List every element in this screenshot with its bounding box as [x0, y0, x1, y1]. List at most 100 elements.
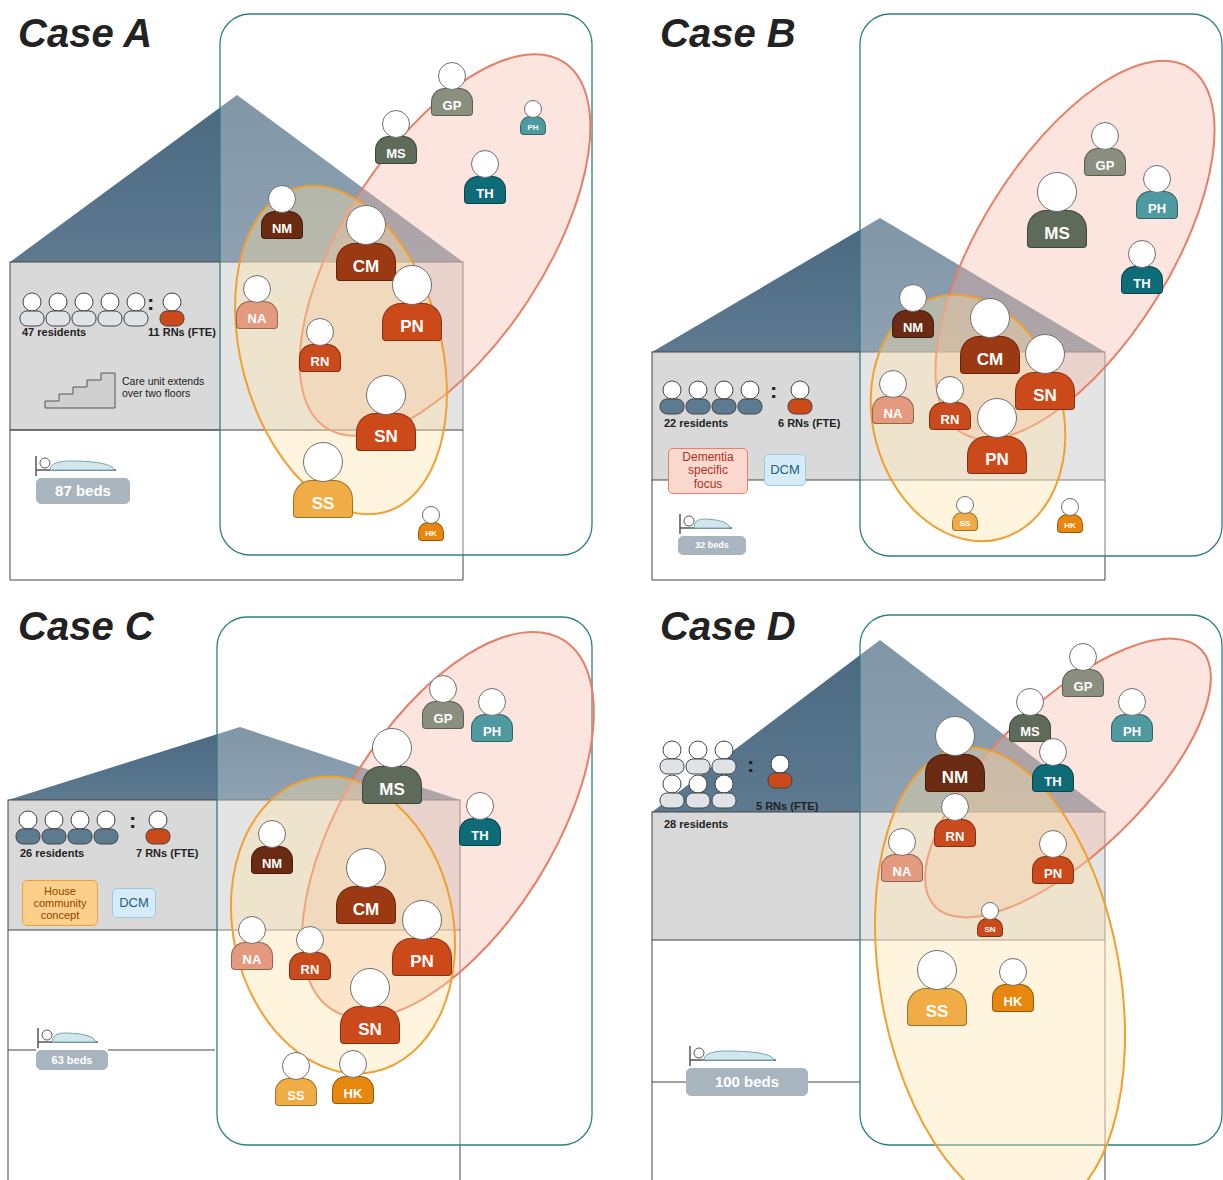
case-title: Case B: [660, 10, 796, 56]
resident-icon: [712, 399, 736, 414]
resident-icon: [712, 759, 736, 774]
figure-body: SN: [1015, 372, 1075, 410]
staff-figure: TH: [459, 792, 501, 846]
staff-figure: NA: [236, 275, 278, 329]
case-title: Case C: [18, 603, 154, 649]
figure-body: CM: [960, 336, 1020, 374]
role-label: SS: [926, 1003, 949, 1020]
figure-body: NA: [872, 396, 914, 424]
figure-body: RN: [929, 402, 971, 430]
staff-figure: NM: [892, 284, 934, 338]
staff-figure: MS: [362, 728, 422, 804]
figure-head: [935, 716, 975, 756]
figure-head: [1061, 498, 1079, 516]
figure-body: SS: [952, 512, 978, 531]
resident-icon: [127, 293, 145, 311]
resident-icon: [49, 293, 67, 311]
resident-icon: [660, 399, 684, 414]
box-label: 63 beds: [52, 1054, 93, 1066]
role-label: TH: [1044, 775, 1061, 788]
figure-body: MS: [1009, 714, 1051, 742]
figure-head: [402, 900, 442, 940]
figure-body: TH: [1032, 764, 1074, 792]
annotation: Care unit extends over two floors: [122, 375, 214, 399]
resident-icon: [663, 381, 681, 399]
info-box: 87 beds: [36, 478, 130, 504]
figure-head: [941, 793, 969, 821]
role-label: PN: [985, 451, 1009, 468]
figure-body: HK: [418, 522, 444, 541]
resident-icon: [689, 381, 707, 399]
role-label: NM: [272, 222, 292, 235]
figure-head: [258, 820, 286, 848]
figure-head: [339, 1050, 367, 1078]
bed-icon: [694, 1048, 704, 1058]
figure-body: MS: [362, 766, 422, 804]
role-label: PN: [410, 953, 434, 970]
staff-figure: TH: [464, 150, 506, 204]
figure-head: [970, 298, 1010, 338]
figure-body: NM: [261, 211, 303, 239]
annotation: 22 residents: [664, 417, 728, 430]
figure-head: [936, 376, 964, 404]
resident-icon: [163, 293, 181, 311]
figure-body: GP: [431, 88, 473, 116]
box-label: House community concept: [27, 885, 93, 922]
staff-figure: PH: [1136, 165, 1178, 219]
figure-head: [296, 926, 324, 954]
staff-figure: NM: [925, 716, 985, 792]
staff-figure: RN: [929, 376, 971, 430]
figure-body: PH: [471, 714, 513, 742]
figure-body: SS: [293, 480, 353, 518]
figure-head: [981, 902, 999, 920]
resident-icon: [124, 311, 148, 326]
role-label: GP: [443, 99, 462, 112]
box-label: 87 beds: [55, 483, 111, 500]
role-label: HK: [1064, 522, 1076, 530]
role-label: MS: [1044, 225, 1070, 242]
role-label: SS: [287, 1089, 304, 1102]
info-box: 32 beds: [678, 536, 746, 555]
role-label: RN: [301, 963, 320, 976]
role-label: TH: [476, 187, 493, 200]
staff-figure: RN: [934, 793, 976, 847]
figure-head: [303, 442, 343, 482]
figure-body: MS: [375, 136, 417, 164]
role-label: MS: [379, 781, 405, 798]
role-label: SN: [1033, 387, 1057, 404]
figure-body: NM: [892, 310, 934, 338]
role-label: HK: [344, 1087, 363, 1100]
role-label: RN: [311, 355, 330, 368]
figure-head: [977, 398, 1017, 438]
staff-figure: MS: [1009, 688, 1051, 742]
resident-icon: [660, 759, 684, 774]
annotation: :: [747, 752, 754, 777]
resident-icon: [72, 311, 96, 326]
staff-figure: RN: [289, 926, 331, 980]
figure-body: SS: [275, 1078, 317, 1106]
staff-figure: HK: [1057, 498, 1083, 533]
box-label: DCM: [119, 896, 149, 911]
resident-icon: [46, 311, 70, 326]
role-label: GP: [434, 712, 453, 725]
info-box: 63 beds: [36, 1050, 108, 1070]
staff-figure: GP: [422, 675, 464, 729]
bed-icon: [680, 514, 732, 534]
figure-body: CM: [336, 886, 396, 924]
resident-icon: [23, 293, 41, 311]
resident-icon: [715, 775, 733, 793]
role-label: NA: [243, 953, 262, 966]
role-label: SN: [358, 1021, 382, 1038]
figure-body: SN: [356, 413, 416, 451]
figure-body: NA: [881, 854, 923, 882]
staff-figure: NA: [231, 916, 273, 970]
resident-icon: [160, 311, 184, 326]
resident-icon: [788, 399, 812, 414]
bed-icon: [52, 1033, 96, 1042]
role-label: PH: [483, 725, 501, 738]
figure-head: [1025, 334, 1065, 374]
staff-figure: SS: [293, 442, 353, 518]
info-box: DCM: [764, 454, 806, 486]
figure-head: [471, 150, 499, 178]
